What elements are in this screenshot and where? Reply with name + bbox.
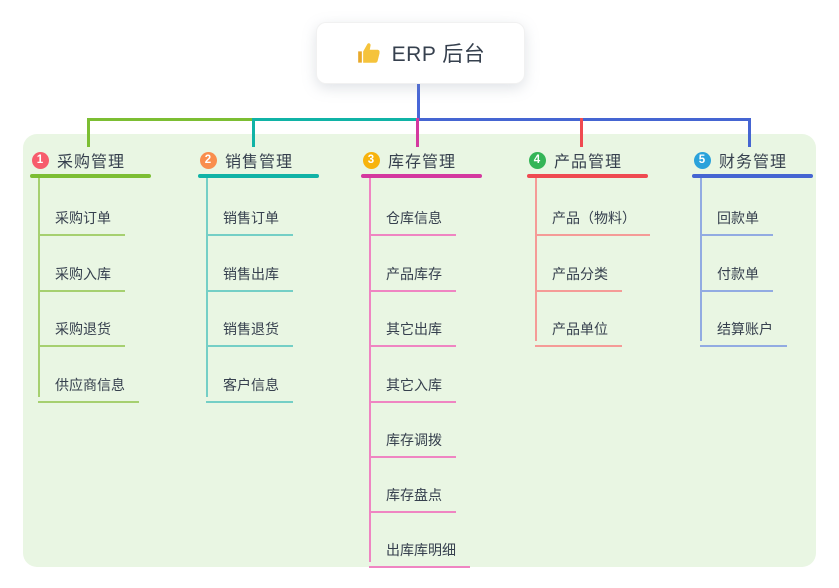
child-node[interactable]: 客户信息 [206,353,293,403]
branch-child-spine [700,177,702,341]
child-node[interactable]: 库存调拨 [369,408,456,458]
root-label: ERP 后台 [391,43,486,66]
branch-child-spine [206,177,208,397]
child-node[interactable]: 销售出库 [206,242,293,292]
child-label: 产品单位 [552,321,608,337]
branch-underline [30,174,151,178]
child-node[interactable]: 产品库存 [369,242,456,292]
thumbs-up-icon [357,43,380,63]
root-connector-line [417,82,420,121]
branch-drop-line [580,118,583,147]
branch-number-badge: 4 [529,151,546,169]
child-node[interactable]: 产品分类 [535,242,622,292]
branch-drop-line [416,118,419,147]
child-node[interactable]: 采购入库 [38,242,125,292]
child-node[interactable]: 采购退货 [38,297,125,347]
horizontal-connector-line [252,118,419,121]
branch-label: 销售管理 [225,154,294,171]
root-node[interactable]: ERP 后台 [316,22,525,84]
branch-number-badge: 5 [694,151,711,169]
child-label: 销售订单 [223,210,279,226]
branch-child-spine [535,177,537,341]
branch-label: 库存管理 [388,154,457,171]
branch-number-badge: 1 [32,151,49,169]
branch-label: 采购管理 [57,154,126,171]
branch-drop-line [87,118,90,147]
child-node[interactable]: 产品（物料） [535,186,650,236]
child-label: 产品分类 [552,266,608,282]
child-node[interactable]: 仓库信息 [369,186,456,236]
child-label: 客户信息 [223,377,279,393]
horizontal-connector-line [87,118,256,121]
child-label: 销售退货 [223,321,279,337]
child-node[interactable]: 其它出库 [369,297,456,347]
child-label: 仓库信息 [386,210,442,226]
child-label: 产品库存 [386,266,442,282]
branch-child-spine [38,177,40,397]
branch-underline [361,174,482,178]
child-node[interactable]: 销售退货 [206,297,293,347]
child-node[interactable]: 销售订单 [206,186,293,236]
branch-child-spine [369,177,371,562]
branch-drop-line [748,118,751,147]
child-label: 供应商信息 [55,377,125,393]
child-label: 库存调拨 [386,432,442,448]
branch-header-3[interactable]: 3 库存管理 [363,146,484,174]
child-node[interactable]: 付款单 [700,242,773,292]
child-label: 采购退货 [55,321,111,337]
child-label: 其它入库 [386,377,442,393]
branch-label: 产品管理 [554,154,623,171]
child-node[interactable]: 其它入库 [369,353,456,403]
branches-panel [23,134,816,567]
child-node[interactable]: 产品单位 [535,297,622,347]
child-node[interactable]: 采购订单 [38,186,125,236]
child-node[interactable]: 库存盘点 [369,463,456,513]
branch-header-2[interactable]: 2 销售管理 [200,146,321,174]
branch-underline [692,174,813,178]
child-label: 销售出库 [223,266,279,282]
child-node[interactable]: 结算账户 [700,297,787,347]
child-label: 出库库明细 [386,542,456,558]
branch-drop-line [252,118,255,147]
branch-header-1[interactable]: 1 采购管理 [32,146,153,174]
child-label: 采购订单 [55,210,111,226]
child-node[interactable]: 回款单 [700,186,773,236]
branch-label: 财务管理 [719,154,788,171]
child-label: 产品（物料） [552,210,636,226]
child-label: 结算账户 [717,321,773,337]
branch-header-4[interactable]: 4 产品管理 [529,146,650,174]
child-label: 其它出库 [386,321,442,337]
branch-number-badge: 2 [200,151,217,169]
branch-number-badge: 3 [363,151,380,169]
child-node[interactable]: 出库库明细 [369,518,470,568]
branch-header-5[interactable]: 5 财务管理 [694,146,815,174]
child-label: 回款单 [717,210,759,226]
child-label: 库存盘点 [386,487,442,503]
child-label: 付款单 [717,266,759,282]
branch-underline [198,174,319,178]
child-label: 采购入库 [55,266,111,282]
child-node[interactable]: 供应商信息 [38,353,139,403]
branch-underline [527,174,648,178]
horizontal-connector-line [416,118,751,121]
